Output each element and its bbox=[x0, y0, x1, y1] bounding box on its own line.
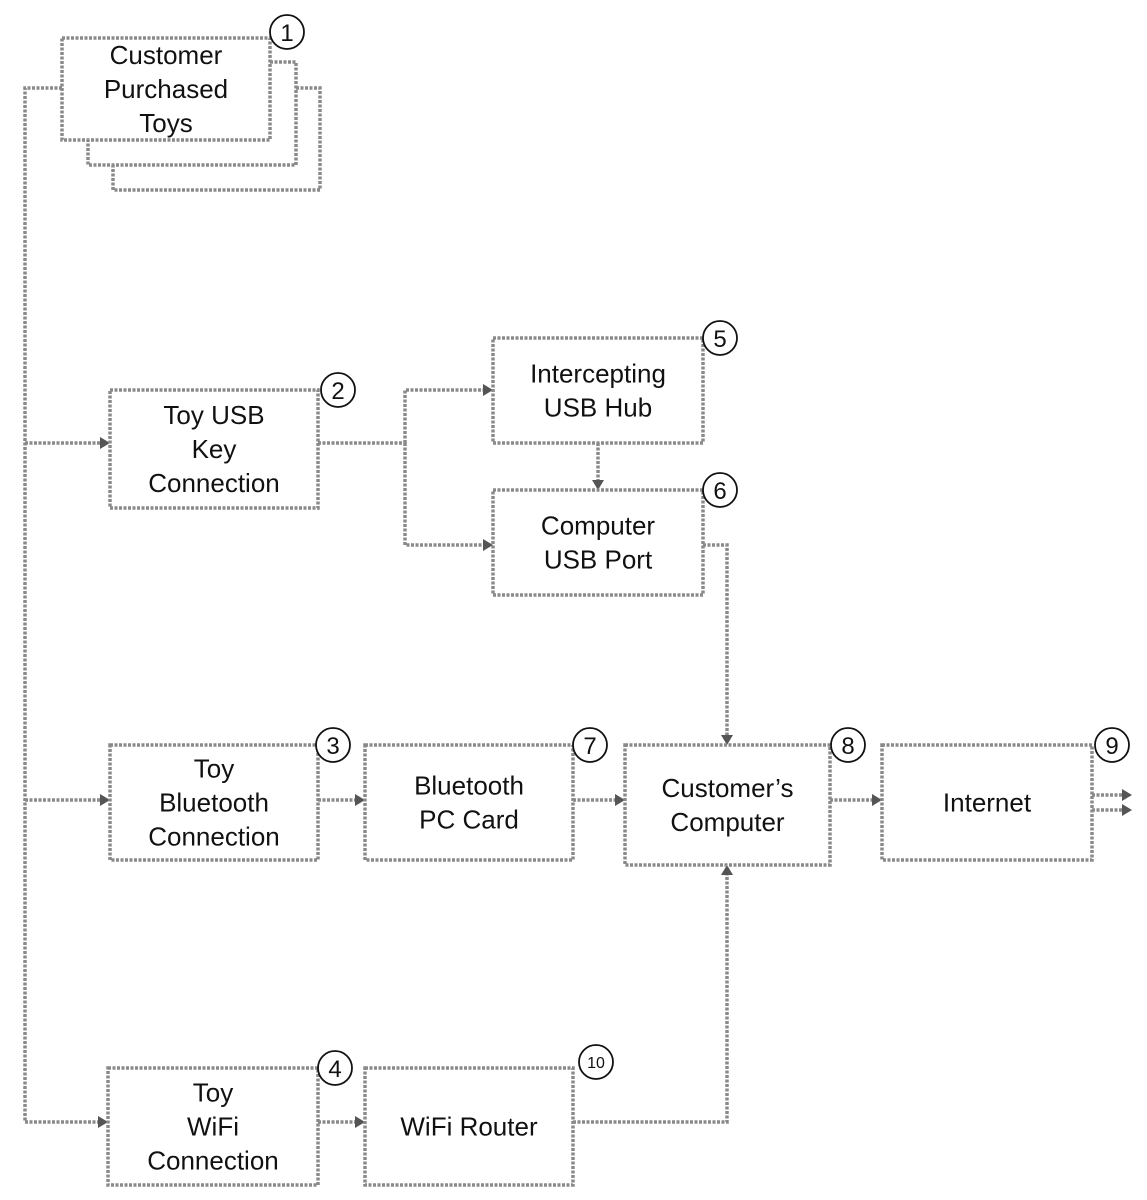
node-label-line: Customer bbox=[110, 40, 223, 70]
node-3: ToyBluetoothConnection 3 bbox=[110, 728, 350, 860]
node-label-line: WiFi Router bbox=[400, 1112, 538, 1142]
node-box bbox=[625, 745, 830, 865]
arrowhead-icon bbox=[483, 539, 493, 551]
reference-number: 7 bbox=[583, 733, 596, 760]
node-label-line: USB Port bbox=[544, 545, 653, 575]
reference-number: 2 bbox=[331, 378, 344, 405]
edge-2-6 bbox=[405, 443, 487, 545]
node-label-line: Toys bbox=[139, 108, 192, 138]
node-label-line: Computer bbox=[541, 511, 655, 541]
node-label-line: Intercepting bbox=[530, 359, 666, 389]
node-label-line: Toy USB bbox=[163, 400, 264, 430]
edge-10-8 bbox=[573, 871, 727, 1122]
node-label-line: Customer’s bbox=[662, 773, 794, 803]
node-4: ToyWiFiConnection 4 bbox=[108, 1051, 352, 1185]
node-label-line: Connection bbox=[147, 1146, 279, 1176]
reference-number: 5 bbox=[713, 326, 726, 353]
node-10: WiFi Router 10 bbox=[365, 1045, 613, 1185]
edge-2-5 bbox=[405, 390, 487, 443]
arrowhead-icon bbox=[1122, 789, 1132, 801]
node-label-line: Internet bbox=[943, 788, 1032, 818]
reference-number: 10 bbox=[587, 1055, 605, 1072]
node-8: Customer’sComputer 8 bbox=[625, 728, 865, 865]
node-label-line: Bluetooth bbox=[414, 771, 524, 801]
node-label-line: Connection bbox=[148, 468, 280, 498]
node-6: ComputerUSB Port 6 bbox=[493, 473, 737, 595]
node-9: Internet 9 bbox=[882, 728, 1129, 860]
reference-number: 3 bbox=[326, 733, 339, 760]
node-label-line: Computer bbox=[670, 807, 784, 837]
node-box bbox=[493, 490, 703, 595]
node-label-line: Bluetooth bbox=[159, 788, 269, 818]
node-label-line: PC Card bbox=[419, 805, 519, 835]
node-7: Bluetooth PC Card 7 bbox=[365, 728, 607, 860]
node-label-line: Key bbox=[192, 434, 237, 464]
node-label-line: Connection bbox=[148, 822, 280, 852]
node-label-line: WiFi bbox=[187, 1112, 239, 1142]
node-box bbox=[365, 745, 573, 860]
reference-number: 6 bbox=[713, 478, 726, 505]
node-label-line: USB Hub bbox=[544, 393, 652, 423]
node-1: CustomerPurchasedToys 1 bbox=[62, 15, 304, 140]
node-label-line: Purchased bbox=[104, 74, 228, 104]
node-label-line: Toy bbox=[194, 754, 234, 784]
node-5: InterceptingUSB Hub 5 bbox=[493, 321, 737, 443]
reference-number: 4 bbox=[328, 1056, 341, 1083]
arrowhead-icon bbox=[1122, 804, 1132, 816]
reference-number: 8 bbox=[841, 733, 854, 760]
node-label-line: Toy bbox=[193, 1078, 233, 1108]
reference-number: 1 bbox=[280, 20, 293, 47]
connectors bbox=[25, 88, 1124, 1122]
edge-1-trunk bbox=[25, 88, 62, 1122]
node-2: Toy USB KeyConnection 2 bbox=[110, 373, 355, 508]
edge-6-8 bbox=[703, 545, 727, 739]
reference-number: 9 bbox=[1105, 733, 1118, 760]
node-box bbox=[493, 338, 703, 443]
